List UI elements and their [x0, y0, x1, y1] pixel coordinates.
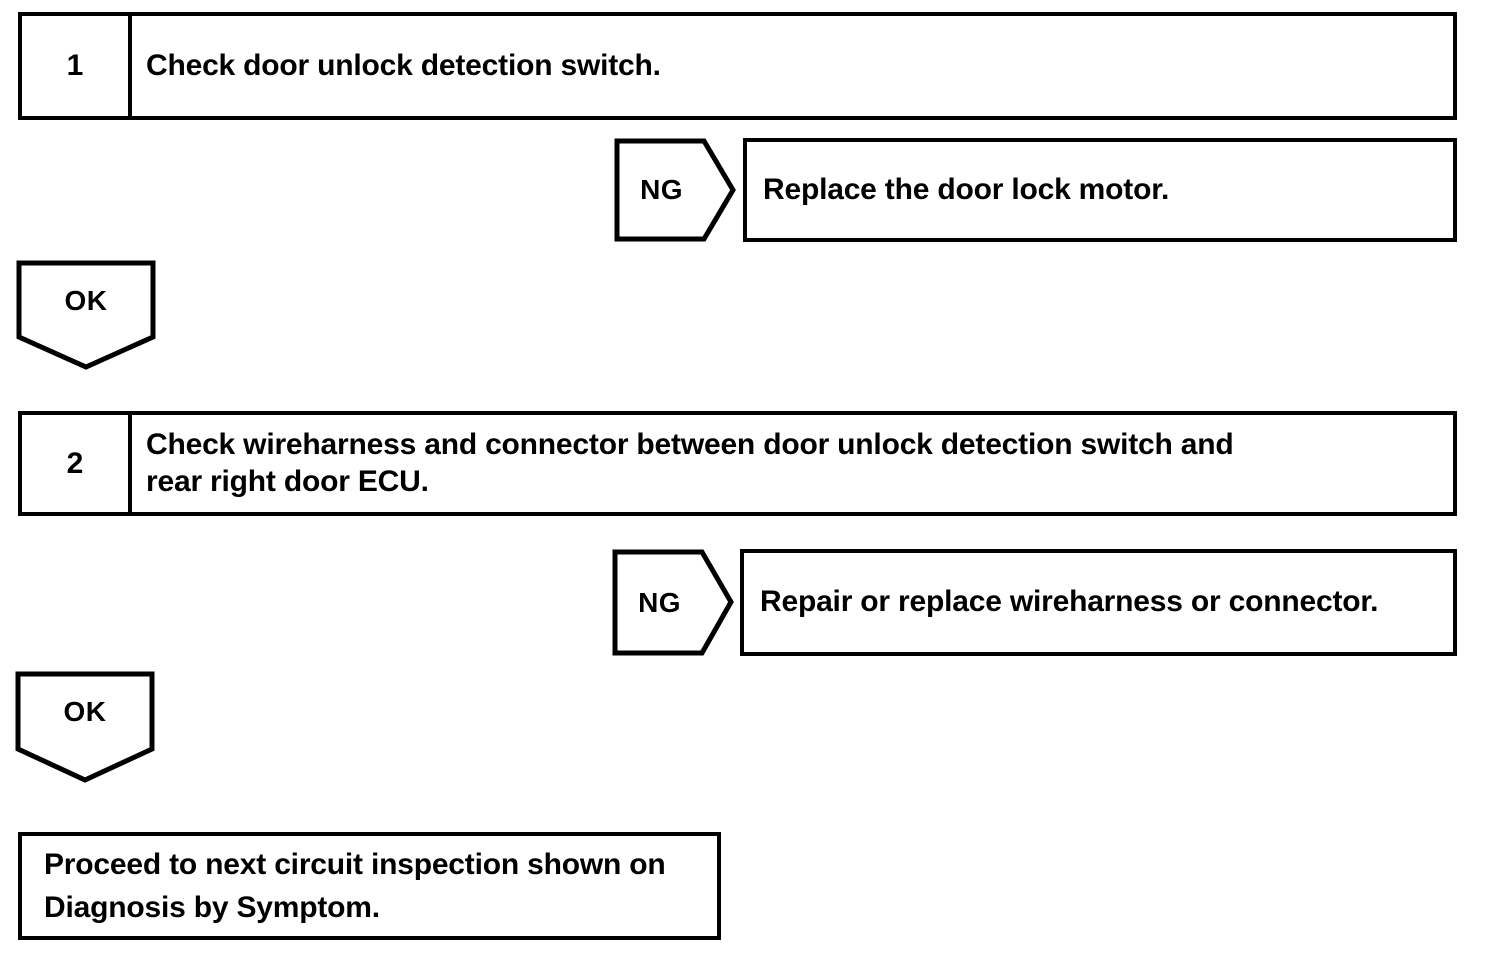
- step-text-1: Check door unlock detection switch.: [146, 48, 661, 82]
- step-number-1: 1: [22, 16, 132, 116]
- step-box-1: 1 Check door unlock detection switch.: [18, 12, 1457, 120]
- ok-arrow-1-shape: [16, 260, 156, 370]
- ng-arrow-1: NG: [614, 138, 736, 242]
- ok-arrow-2: OK: [15, 671, 155, 783]
- ok-arrow-2-label: OK: [63, 696, 107, 728]
- step-text-2: Check wireharness and connector between …: [146, 427, 1234, 498]
- ng-result-text-2: Repair or replace wireharness or connect…: [760, 585, 1379, 619]
- ng-result-box-1: Replace the door lock motor.: [743, 138, 1457, 242]
- ok-arrow-1: OK: [16, 260, 156, 370]
- step-number-2: 2: [22, 415, 132, 512]
- ng-arrow-2: NG: [612, 549, 734, 656]
- ng-arrow-2-shape: [612, 549, 734, 656]
- ng-arrow-1-shape: [614, 138, 736, 242]
- ng-result-text-1: Replace the door lock motor.: [763, 172, 1170, 206]
- ng-arrow-2-label: NG: [638, 586, 682, 618]
- ok-arrow-2-shape: [15, 671, 155, 783]
- step-box-2: 2 Check wireharness and connector betwee…: [18, 411, 1457, 516]
- final-result-box: Proceed to next circuit inspection shown…: [18, 832, 721, 940]
- ok-arrow-1-label: OK: [64, 284, 108, 316]
- final-result-text: Proceed to next circuit inspection shown…: [44, 847, 666, 925]
- ng-result-box-2: Repair or replace wireharness or connect…: [740, 549, 1457, 656]
- ng-arrow-1-label: NG: [640, 174, 684, 205]
